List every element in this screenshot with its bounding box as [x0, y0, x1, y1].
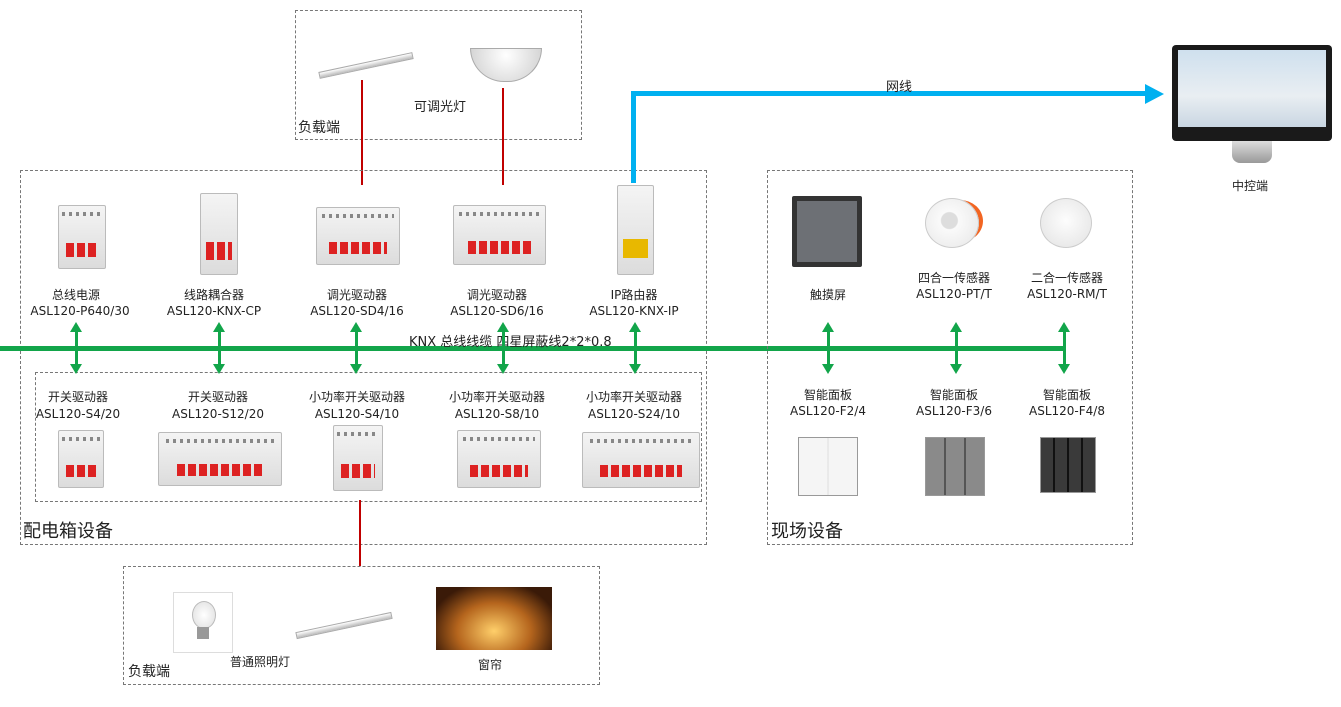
device-model: ASL120-S12/20 — [172, 407, 264, 421]
dimmer-sd6-device — [453, 205, 546, 265]
device-name: 小功率开关驱动器 — [585, 390, 683, 404]
device-model: ASL120-S4/20 — [35, 407, 121, 421]
dimmer-sd4-device — [316, 207, 400, 265]
bus-connection-arrow — [1058, 322, 1070, 374]
cabinet-label: 配电箱设备 — [23, 521, 113, 542]
curtain-image — [436, 587, 552, 650]
bus-connection-arrow — [629, 322, 641, 374]
device-name: 总线电源 — [51, 288, 101, 302]
device-model: ASL120-KNX-CP — [166, 304, 262, 318]
switch-s4-20-device — [58, 430, 104, 488]
top-load-box — [295, 10, 582, 140]
top-load-label: 负载端 — [298, 120, 340, 136]
knx-bus-label: KNX 总线线缆 四星屏蔽线2*2*0.8 — [409, 335, 612, 350]
device-model: ASL120-F3/6 — [916, 404, 992, 418]
bus-connection-arrow — [70, 322, 82, 374]
device-name: 触摸屏 — [809, 288, 847, 302]
device-name: IP路由器 — [610, 288, 658, 302]
switch-s24-10-device — [582, 432, 700, 488]
ip-router-device — [617, 185, 654, 275]
device-model: ASL120-F4/8 — [1029, 404, 1105, 418]
device-name: 小功率开关驱动器 — [308, 390, 406, 404]
device-name: 智能面板 — [929, 388, 979, 402]
device-name: 小功率开关驱动器 — [448, 390, 546, 404]
knx-bus-line — [0, 346, 1066, 351]
cabinet-box — [20, 170, 707, 545]
bus-connection-arrow — [822, 322, 834, 374]
monitor-stand — [1232, 141, 1272, 163]
bus-connection-arrow — [497, 322, 509, 374]
device-name: 二合一传感器 — [1030, 271, 1104, 285]
monitor-image — [1172, 45, 1332, 141]
device-model: ASL120-S8/10 — [454, 407, 540, 421]
device-model: ASL120-S4/10 — [314, 407, 400, 421]
switch-s8-10-device — [457, 430, 541, 488]
device-model: ASL120-RM/T — [1027, 287, 1107, 301]
device-name: 调光驱动器 — [326, 288, 388, 302]
network-arrowhead — [1145, 84, 1164, 104]
bulb-image — [173, 592, 233, 653]
normal-lamp-label: 普通照明灯 — [230, 655, 291, 669]
device-name: 智能面板 — [803, 388, 853, 402]
load-wire — [359, 500, 361, 566]
device-model: ASL120-SD4/16 — [310, 304, 404, 318]
field-box — [767, 170, 1133, 545]
smart-panel-f4-image — [1040, 437, 1096, 493]
bottom-load-box — [123, 566, 600, 685]
bus-connection-arrow — [213, 322, 225, 374]
cabinet-inner-box — [35, 372, 702, 502]
device-model: ASL120-S24/10 — [588, 407, 680, 421]
bus-connection-arrow — [950, 322, 962, 374]
curtain-label: 窗帘 — [477, 658, 503, 672]
device-name: 线路耦合器 — [183, 288, 245, 302]
device-name: 智能面板 — [1042, 388, 1092, 402]
load-wire — [361, 80, 363, 185]
switch-s4-10-device — [333, 425, 383, 491]
device-name: 四合一传感器 — [917, 271, 991, 285]
bus-connection-arrow — [350, 322, 362, 374]
field-label: 现场设备 — [771, 521, 843, 542]
smart-panel-f3-image — [925, 437, 985, 496]
device-name: 开关驱动器 — [187, 390, 249, 404]
four-in-one-sensor-image — [925, 198, 979, 248]
network-cable — [631, 91, 636, 183]
network-cable — [631, 91, 1145, 96]
device-name: 调光驱动器 — [466, 288, 528, 302]
network-label: 网线 — [886, 80, 913, 95]
control-label: 中控端 — [1231, 179, 1269, 193]
device-model: ASL120-PT/T — [916, 287, 992, 301]
line-coupler-device — [200, 193, 238, 275]
device-model: ASL120-SD6/16 — [450, 304, 544, 318]
smart-panel-f2-image — [798, 437, 858, 496]
device-model: ASL120-P640/30 — [30, 304, 130, 318]
touch-screen-image — [792, 196, 862, 267]
switch-s12-20-device — [158, 432, 282, 486]
device-model: ASL120-F2/4 — [790, 404, 866, 418]
load-wire — [502, 88, 504, 185]
bus-power-device — [58, 205, 106, 269]
two-in-one-sensor-image — [1040, 198, 1092, 248]
device-name: 开关驱动器 — [47, 390, 109, 404]
bottom-load-label: 负载端 — [128, 664, 170, 680]
device-model: ASL120-KNX-IP — [589, 304, 679, 318]
dimmable-lamp-label: 可调光灯 — [414, 100, 467, 115]
